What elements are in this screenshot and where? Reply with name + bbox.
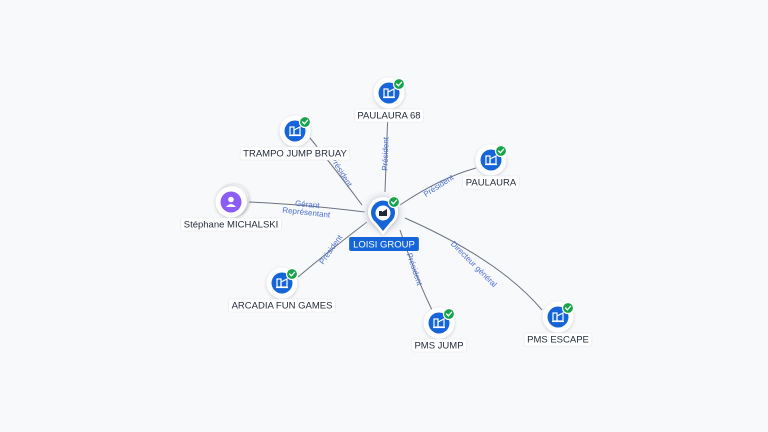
edge-paulaura	[399, 167, 477, 206]
building-icon	[485, 155, 497, 166]
node-pmsjump[interactable]: PMS JUMP	[411, 307, 467, 353]
verified-check-icon	[561, 301, 575, 315]
center-label: LOISI GROUP	[349, 237, 419, 251]
node-label-paulaura: PAULAURA	[462, 175, 520, 190]
verified-check-icon	[442, 307, 456, 321]
node-pmsescape[interactable]: PMS ESCAPE	[523, 301, 593, 347]
node-label-text: PMS ESCAPE	[527, 335, 589, 346]
edge-paulaura68	[384, 109, 389, 193]
node-michalski[interactable]: Stéphane MICHALSKI	[180, 183, 282, 232]
node-label-michalski: Stéphane MICHALSKI	[180, 217, 282, 232]
building-icon	[552, 312, 564, 323]
node-label-text: Stéphane MICHALSKI	[184, 220, 279, 231]
node-label-text: PMS JUMP	[414, 341, 463, 352]
node-paulaura68[interactable]: PAULAURA 68	[354, 77, 424, 123]
edge-trampo	[309, 137, 363, 206]
edge-label-paulaura68: Président	[380, 136, 390, 171]
node-label-pmsjump: PMS JUMP	[411, 338, 467, 353]
building-icon	[433, 318, 445, 329]
center-label-text: LOISI GROUP	[353, 240, 415, 251]
verified-check-icon	[285, 267, 299, 281]
edge-arcadia	[297, 221, 368, 278]
center-node[interactable]: LOISI GROUP	[349, 194, 419, 251]
person-icon	[226, 196, 236, 207]
node-label-text: ARCADIA FUN GAMES	[232, 301, 333, 312]
verified-check-icon	[298, 115, 312, 129]
edge-label-pmsescape: Directeur général	[449, 239, 499, 289]
node-label-pmsescape: PMS ESCAPE	[523, 332, 593, 347]
node-label-paulaura68: PAULAURA 68	[354, 108, 424, 123]
node-paulaura[interactable]: PAULAURA	[462, 144, 520, 190]
building-icon	[379, 209, 387, 216]
node-trampo[interactable]: TRAMPO JUMP BRUAY	[239, 115, 351, 161]
node-label-text: PAULAURA	[466, 178, 517, 189]
verified-check-icon	[392, 77, 406, 91]
node-label-trampo: TRAMPO JUMP BRUAY	[239, 146, 351, 161]
building-icon	[383, 88, 395, 99]
edge-pmsescape	[404, 217, 543, 311]
edge-label-paulaura: Président	[422, 173, 456, 199]
node-label-text: TRAMPO JUMP BRUAY	[243, 149, 347, 160]
building-icon	[276, 278, 288, 289]
edge-label-michalski: Gérant	[295, 199, 321, 211]
verified-check-icon	[387, 195, 401, 209]
building-icon	[289, 126, 301, 137]
verified-check-icon	[494, 144, 508, 158]
edge-label-pmsjump: Président	[405, 252, 425, 288]
node-label-text: PAULAURA 68	[357, 111, 420, 122]
nodes-layer: PAULAURA 68 TRAMPO JUMP BRUAY PAULAURA Stép…	[180, 77, 593, 353]
edge-michalski	[247, 201, 366, 213]
node-arcadia[interactable]: ARCADIA FUN GAMES	[228, 267, 336, 313]
node-label-arcadia: ARCADIA FUN GAMES	[228, 298, 336, 313]
edge-label-arcadia: Président	[318, 233, 345, 266]
